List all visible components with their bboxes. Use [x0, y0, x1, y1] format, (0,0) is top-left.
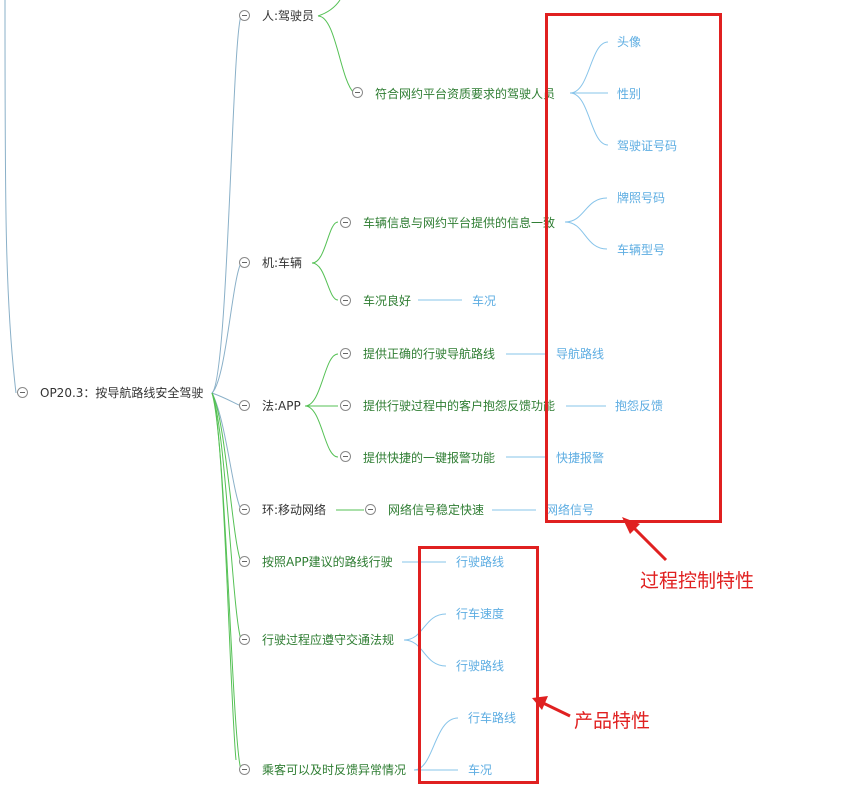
- connector-root-passenger: [211, 392, 242, 771]
- node-passenger[interactable]: 乘客可以及时反馈异常情况: [262, 763, 407, 777]
- leaf-traffic-0[interactable]: 行车速度: [456, 607, 505, 621]
- connector-root-method: [211, 392, 242, 407]
- connector-traffic-leaf-0: [403, 613, 447, 641]
- connector-root-machine: [211, 262, 242, 394]
- collapse-toggle-icon[interactable]: [340, 451, 351, 462]
- process-characteristics-box: [545, 13, 722, 523]
- collapse-toggle-icon[interactable]: [340, 217, 351, 228]
- leaf-vehicle-1[interactable]: 车辆型号: [617, 243, 666, 257]
- node-app-item-2[interactable]: 提供快捷的一键报警功能: [363, 451, 496, 465]
- leaf-app-2[interactable]: 快捷报警: [556, 451, 605, 465]
- node-app-item-1[interactable]: 提供行驶过程中的客户抱怨反馈功能: [363, 399, 556, 413]
- collapse-toggle-icon[interactable]: [340, 400, 351, 411]
- collapse-toggle-icon[interactable]: [239, 504, 250, 515]
- leaf-driver-0[interactable]: 头像: [617, 35, 642, 49]
- collapse-toggle-icon[interactable]: [352, 87, 363, 98]
- leaf-passenger-1[interactable]: 车况: [468, 763, 493, 777]
- node-machine[interactable]: 机:车辆: [262, 256, 303, 270]
- root-node[interactable]: OP20.3：按导航路线安全驾驶: [40, 386, 204, 400]
- node-follow-route[interactable]: 按照APP建议的路线行驶: [262, 555, 393, 569]
- connector-traffic-leaf-1: [403, 639, 447, 667]
- connector-method-2: [304, 405, 339, 458]
- collapse-toggle-icon[interactable]: [340, 295, 351, 306]
- connector-person-req: [317, 15, 355, 94]
- node-environment[interactable]: 环:移动网络: [262, 503, 327, 517]
- node-vehicle-condition[interactable]: 车况良好: [363, 294, 412, 308]
- connector-root-traffic: [211, 392, 242, 641]
- annotation-product: 产品特性: [574, 710, 651, 732]
- leaf-vehicle-condition[interactable]: 车况: [472, 294, 497, 308]
- connector-root-extra: [211, 392, 237, 761]
- node-network[interactable]: 网络信号稳定快速: [388, 503, 485, 517]
- collapse-toggle-icon[interactable]: [239, 634, 250, 645]
- collapse-toggle-icon[interactable]: [239, 257, 250, 268]
- connector-vehicle-leaf-1: [564, 221, 608, 250]
- leaf-follow-route[interactable]: 行驶路线: [456, 555, 505, 569]
- annotation-process: 过程控制特性: [640, 570, 755, 592]
- connector-machine-info: [311, 221, 339, 264]
- collapse-toggle-icon[interactable]: [239, 10, 250, 21]
- node-method[interactable]: 法:APP: [262, 399, 301, 413]
- connector-root-person: [211, 15, 242, 394]
- connector-person-up: [317, 0, 341, 17]
- collapse-toggle-icon[interactable]: [239, 556, 250, 567]
- collapse-toggle-icon[interactable]: [17, 387, 28, 398]
- connector-method-0: [304, 353, 339, 407]
- connector-vehicle-leaf-0: [564, 197, 608, 223]
- node-vehicle-info[interactable]: 车辆信息与网约平台提供的信息一致: [363, 216, 556, 230]
- connector-driver-leaf-0: [569, 41, 609, 94]
- collapse-toggle-icon[interactable]: [340, 348, 351, 359]
- leaf-vehicle-0[interactable]: 牌照号码: [617, 191, 666, 205]
- connector-root-follow: [211, 392, 242, 563]
- arrow-product-line: [540, 700, 571, 718]
- collapse-toggle-icon[interactable]: [365, 504, 376, 515]
- connector-trunk: [4, 0, 17, 394]
- leaf-passenger-0[interactable]: 行车路线: [468, 711, 517, 725]
- node-app-item-0[interactable]: 提供正确的行驶导航路线: [363, 347, 496, 361]
- node-person[interactable]: 人:驾驶员: [262, 9, 315, 23]
- node-driver-requirement[interactable]: 符合网约平台资质要求的驾驶人员: [375, 87, 556, 101]
- product-characteristics-box: [418, 546, 539, 784]
- leaf-traffic-1[interactable]: 行驶路线: [456, 659, 505, 673]
- leaf-network[interactable]: 网络信号: [546, 503, 595, 517]
- collapse-toggle-icon[interactable]: [239, 764, 250, 775]
- node-traffic-rules[interactable]: 行驶过程应遵守交通法规: [262, 633, 395, 647]
- connector-driver-leaf-2: [569, 92, 609, 146]
- collapse-toggle-icon[interactable]: [239, 400, 250, 411]
- leaf-driver-2[interactable]: 驾驶证号码: [617, 139, 678, 153]
- arrow-process-line: [630, 524, 668, 562]
- leaf-app-1[interactable]: 抱怨反馈: [615, 399, 664, 413]
- leaf-driver-1[interactable]: 性别: [617, 87, 642, 101]
- leaf-app-0[interactable]: 导航路线: [556, 347, 605, 361]
- connector-machine-cond: [311, 262, 339, 301]
